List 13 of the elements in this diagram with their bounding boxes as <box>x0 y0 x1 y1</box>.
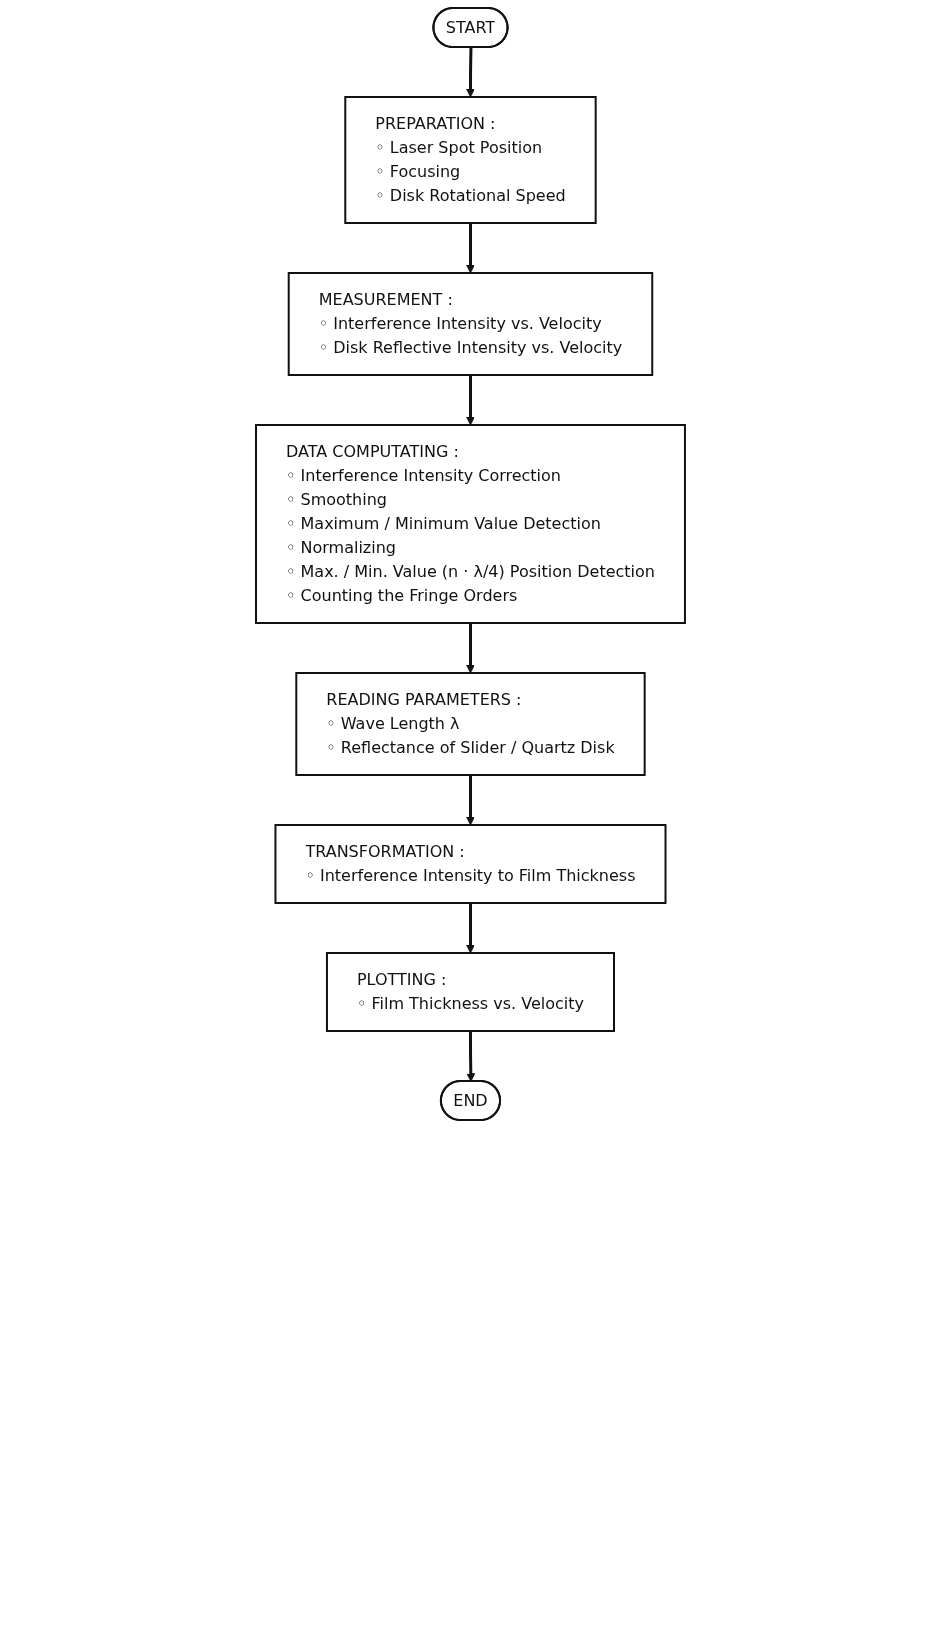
arrow <box>465 223 475 274</box>
arrow <box>465 375 475 426</box>
node-box: TRANSFORMATION : ◦ Interference Intensity to Film Thickness <box>273 824 666 904</box>
arrow <box>465 775 475 826</box>
node-box: PREPARATION : ◦ Laser Spot Position ◦ Focusing ◦ Disk Rotational Speed <box>343 96 597 224</box>
node-box: PLOTTING : ◦ Film Thickness vs. Velocity <box>325 952 615 1032</box>
node-box: DATA COMPUTATING : ◦ Interference Intensity Correction ◦ Smoothing ◦ Maximum / Minimum Value Detection ◦ Normalizing ◦ Max. / Min. Value (n · λ/4) Position Detection ◦ Counting the Fringe Orders <box>254 424 686 624</box>
arrow <box>465 1031 475 1082</box>
arrow <box>465 623 475 674</box>
node-box: READING PARAMETERS : ◦ Wave Length λ ◦ Reflectance of Slider / Quartz Disk <box>294 672 646 776</box>
node-box: MEASUREMENT : ◦ Interference Intensity vs. Velocity ◦ Disk Reflective Intensity vs. Velocity <box>287 272 653 376</box>
arrow <box>465 903 475 954</box>
arrow <box>465 47 475 98</box>
